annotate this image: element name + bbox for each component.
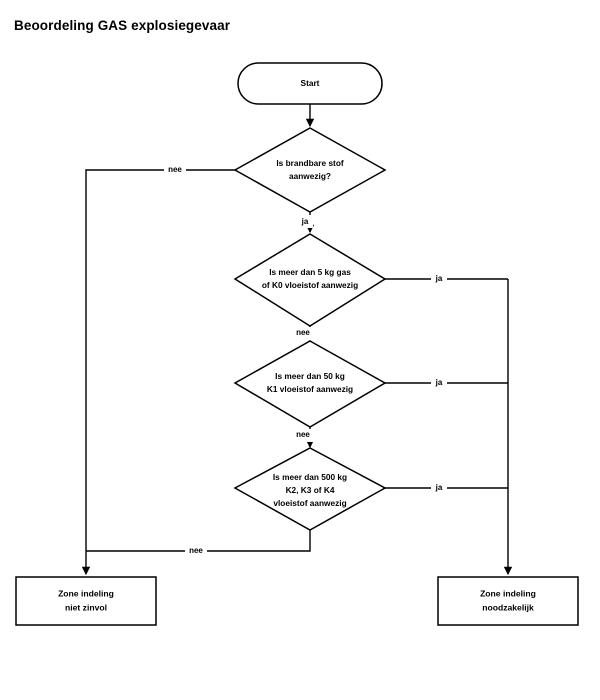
edge-d1-nee-to-end-left: [81, 169, 245, 576]
edge-label-d2-nee: nee: [292, 327, 314, 340]
edge-label-d2-ja-bg: [431, 272, 447, 286]
edge-label-d1-ja-text: ja: [301, 217, 309, 226]
edge-label-d2-nee-bg: [292, 327, 314, 340]
edge-label-d4-ja: ja: [431, 481, 447, 495]
edge-label-d4-nee: nee: [185, 544, 207, 558]
end-left-label-line1: Zone indeling: [58, 588, 114, 598]
decision-1-label-line2: aanwezig?: [289, 171, 331, 181]
start-label: Start: [301, 78, 320, 88]
decision-1-label-line1: Is brandbare stof: [276, 158, 344, 168]
decision-1-shape: [233, 127, 387, 213]
edge-label-d1-nee: nee: [164, 163, 186, 177]
node-decision-50kg-k1: Is meer dan 50 kg K1 vloeistof aanwezig: [233, 340, 387, 428]
node-end-zone-niet-zinvol: Zone indeling niet zinvol: [15, 576, 157, 626]
edge-label-d3-ja: ja: [431, 376, 447, 390]
edge-label-d3-ja-bg: [431, 376, 447, 390]
end-right-label-line1: Zone indeling: [480, 588, 536, 598]
edge-label-d2-nee-text: nee: [296, 328, 310, 337]
edge-label-d4-ja-bg: [431, 481, 447, 495]
node-decision-5kg-gas-k0: Is meer dan 5 kg gas of K0 vloeistof aan…: [233, 233, 387, 327]
edge-label-d3-nee: nee: [292, 429, 314, 442]
edge-label-d3-nee-bg: [292, 429, 314, 442]
decision-2-label-line1: Is meer dan 5 kg gas: [269, 267, 351, 277]
decision-3-shape: [233, 340, 387, 428]
edge-label-d4-ja-text: ja: [435, 483, 443, 492]
decision-3-label-line1: Is meer dan 50 kg: [275, 371, 345, 381]
decision-3-label-line2: K1 vloeistof aanwezig: [267, 384, 353, 394]
page-title: Beoordeling GAS explosiegevaar: [14, 18, 231, 33]
node-end-zone-noodzakelijk: Zone indeling noodzakelijk: [437, 576, 579, 626]
edge-label-d3-nee-text: nee: [296, 430, 310, 439]
decision-2-shape: [233, 233, 387, 327]
decision-2-label-line2: of K0 vloeistof aanwezig: [262, 280, 358, 290]
end-right-shape: [437, 576, 579, 626]
edge-label-d3-ja-text: ja: [435, 378, 443, 387]
edge-label-d1-nee-bg: [164, 163, 186, 177]
edge-label-d1-nee-text: nee: [168, 165, 182, 174]
edge-label-d4-nee-text: nee: [189, 546, 203, 555]
edge-label-d1-ja-bg: [297, 215, 313, 228]
edge-d4-nee-to-left-rail: [86, 530, 311, 552]
edge-label-d2-ja: ja: [431, 272, 447, 286]
decision-4-shape: [233, 447, 387, 531]
node-start: Start: [237, 62, 383, 105]
decision-4-label-line1: Is meer dan 500 kg: [273, 472, 347, 482]
start-shape: [237, 62, 383, 105]
end-right-label-line2: noodzakelijk: [482, 602, 534, 612]
end-left-shape: [15, 576, 157, 626]
edge-label-d4-nee-bg: [185, 544, 207, 558]
node-decision-500kg-k2-k3-k4: Is meer dan 500 kg K2, K3 of K4 vloeisto…: [233, 447, 387, 531]
end-left-label-line2: niet zinvol: [65, 602, 107, 612]
edge-label-d1-ja: ja: [297, 215, 313, 228]
decision-4-label-line2: K2, K3 of K4: [286, 485, 335, 495]
node-decision-brandbare-stof: Is brandbare stof aanwezig?: [233, 127, 387, 213]
decision-4-label-line3: vloeistof aanwezig: [273, 498, 346, 508]
edge-label-d2-ja-text: ja: [435, 274, 443, 283]
